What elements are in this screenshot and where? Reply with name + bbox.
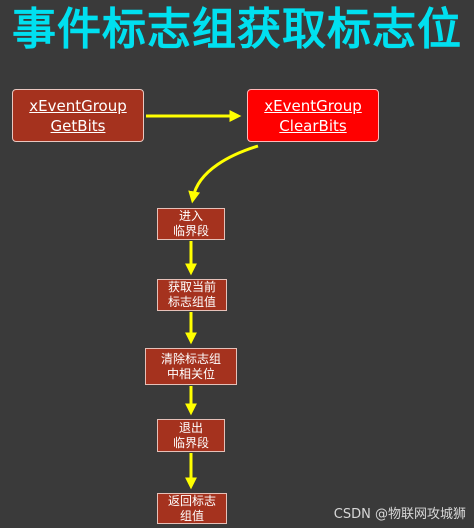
step-exit-critical: 退出 临界段 [157, 419, 225, 452]
step-get-current-value-line1: 获取当前 [167, 280, 216, 294]
step-clear-bits: 清除标志组 中相关位 [145, 348, 237, 385]
getbits-line1: xEventGroup [29, 96, 127, 115]
step-enter-critical-line1: 进入 [178, 209, 203, 223]
clearbits-line1: xEventGroup [264, 96, 362, 115]
arrow-clearbits-to-step1 [188, 144, 259, 204]
step-exit-critical-line1: 退出 [178, 420, 203, 435]
step-enter-critical-line2: 临界段 [172, 224, 209, 238]
getbits-line2: GetBits [50, 116, 106, 135]
step-return-value-line2: 组值 [179, 508, 204, 523]
step-clear-bits-line2: 中相关位 [166, 366, 215, 381]
step-return-value-line1: 返回标志 [167, 493, 216, 508]
step-get-current-value: 获取当前 标志组值 [157, 279, 227, 311]
step-exit-critical-line2: 临界段 [172, 435, 209, 450]
step-clear-bits-line1: 清除标志组 [160, 351, 221, 366]
step-get-current-value-line2: 标志组值 [167, 295, 216, 309]
getbits-box: xEventGroup GetBits [12, 89, 144, 142]
step-return-value: 返回标志 组值 [157, 493, 227, 524]
clearbits-line2: ClearBits [279, 116, 347, 135]
page-title: 事件标志组获取标志位 [12, 4, 462, 55]
step-enter-critical: 进入 临界段 [157, 208, 225, 240]
clearbits-box: xEventGroup ClearBits [247, 89, 379, 142]
watermark: CSDN @物联网攻城狮 [333, 507, 466, 522]
